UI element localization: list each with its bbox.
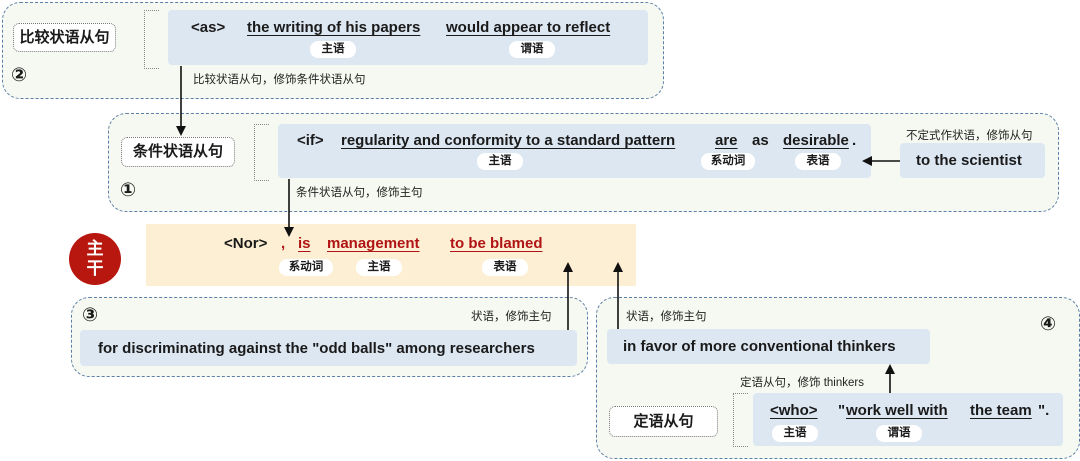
comparative-predicate: would appear to reflect <box>446 19 611 36</box>
linking-verb-pill: 系动词 <box>279 259 333 276</box>
conditional-clause-bracket <box>254 124 269 181</box>
comparative-clause-tag: 比较状语从句 <box>13 23 116 52</box>
relative-predicate: work well with <box>846 402 948 419</box>
conditional-predicative: desirable <box>783 132 849 149</box>
conditional-subject: regularity and conformity to a standard … <box>341 132 676 149</box>
infinitive-note: 不定式作状语，修饰从句 <box>906 130 1033 142</box>
as-word: as <box>752 132 769 149</box>
adverbial-box-3 <box>80 330 577 366</box>
infinitive-phrase: to the scientist <box>916 152 1022 169</box>
group-number-1: ① <box>120 180 137 201</box>
relative-clause-tag: 定语从句 <box>609 406 718 437</box>
in-favor-phrase: in favor of more conventional thinkers <box>623 338 896 355</box>
main-badge-top: 主 <box>86 239 104 258</box>
main-predicative: to be blamed <box>450 235 543 252</box>
group-number-2: ② <box>11 65 28 86</box>
main-subject: management <box>327 235 420 252</box>
who-marker: <who> <box>770 402 818 419</box>
open-quote: " <box>838 402 846 419</box>
conditional-clause-tag: 条件状语从句 <box>121 137 235 167</box>
comparative-clause-bracket <box>144 10 159 69</box>
group-number-3: ③ <box>82 305 99 326</box>
if-marker: <if> <box>297 132 324 149</box>
adverbial-note-3: 状语，修饰主句 <box>471 311 552 323</box>
relative-clause-bracket <box>733 393 748 447</box>
main-linking-verb: is <box>298 235 311 252</box>
main-clause-badge: 主 干 <box>69 233 121 285</box>
subject-pill: 主语 <box>477 153 523 170</box>
conditional-period: . <box>852 132 857 149</box>
relative-clause-note: 定语从句，修饰 thinkers <box>740 377 864 389</box>
main-badge-bottom: 干 <box>86 259 104 278</box>
conditional-clause-box <box>278 124 871 178</box>
conditional-linking-verb: are <box>715 132 738 149</box>
predicative-pill: 表语 <box>482 259 528 276</box>
comparative-clause-note: 比较状语从句，修饰条件状语从句 <box>193 74 366 86</box>
as-marker: <as> <box>191 19 226 36</box>
subject-pill: 主语 <box>772 425 818 442</box>
main-comma: , <box>281 235 286 252</box>
relative-object: the team <box>970 402 1032 419</box>
adverbial-box-4 <box>607 329 930 364</box>
group-number-4: ④ <box>1040 314 1057 335</box>
infinitive-box <box>900 143 1045 178</box>
comparative-clause-box <box>168 10 648 65</box>
subject-pill: 主语 <box>356 259 402 276</box>
subject-pill: 主语 <box>310 41 356 58</box>
nor-marker: <Nor> <box>224 235 268 252</box>
close-quote: ". <box>1038 402 1050 419</box>
predicate-pill: 谓语 <box>876 425 922 442</box>
comparative-subject: the writing of his papers <box>247 19 421 36</box>
discriminating-phrase: for discriminating against the "odd ball… <box>98 340 535 357</box>
predicate-pill: 谓语 <box>509 41 555 58</box>
adverbial-note-4: 状语，修饰主句 <box>626 311 707 323</box>
linking-verb-pill: 系动词 <box>701 153 755 170</box>
conditional-clause-note: 条件状语从句，修饰主句 <box>296 187 423 199</box>
predicative-pill: 表语 <box>795 153 841 170</box>
